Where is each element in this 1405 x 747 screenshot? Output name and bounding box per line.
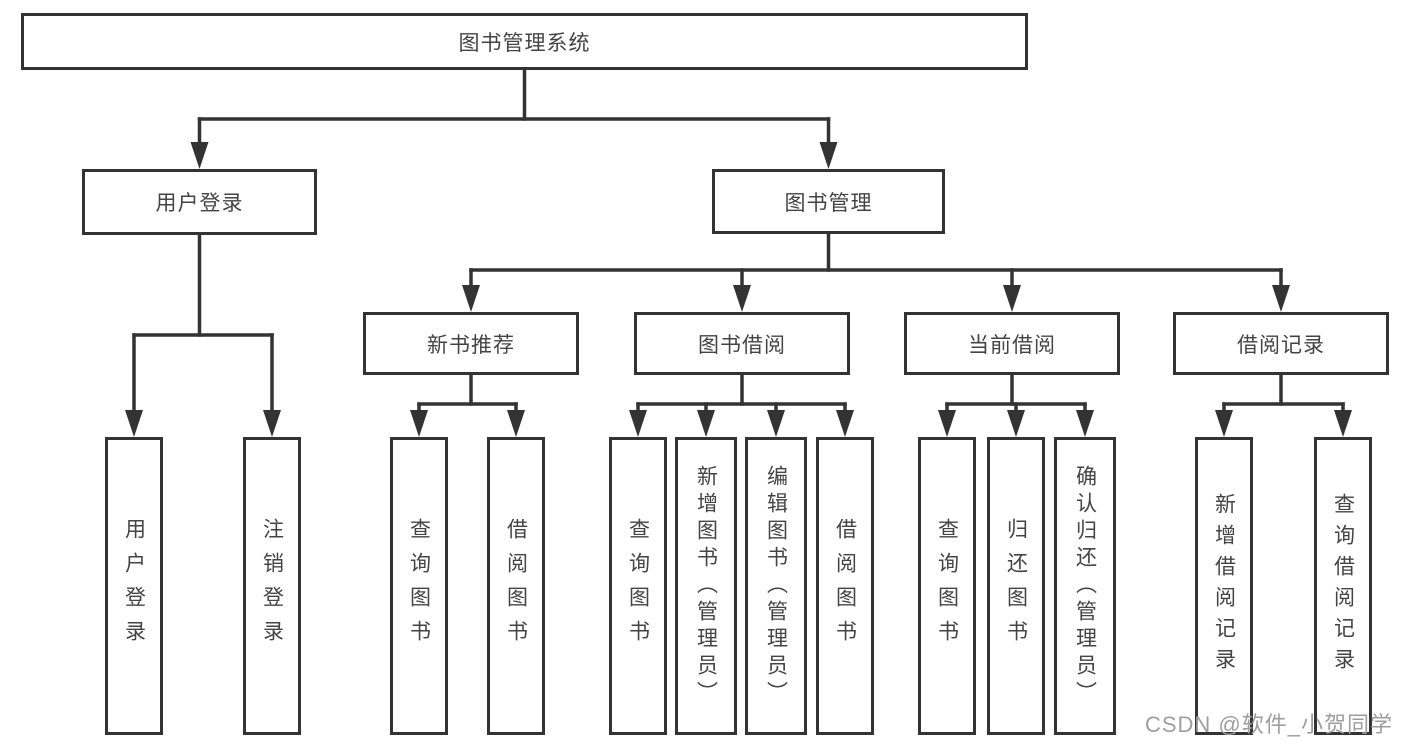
leaf-user-login: 用户登录 xyxy=(105,437,163,735)
arrowheads xyxy=(125,142,1352,437)
watermark-text: CSDN @软件_小贺同学 xyxy=(1144,712,1393,737)
leaf-query-borrow-record: 查询借阅记录 xyxy=(1314,437,1372,735)
node-current-borrowing: 当前借阅 xyxy=(904,312,1120,375)
leaf-logout: 注销登录 xyxy=(243,437,301,735)
leaf-query-books-borrowing: 查询图书 xyxy=(609,437,667,735)
node-book-management: 图书管理 xyxy=(712,169,945,234)
leaf-borrow-books-recommend: 借阅图书 xyxy=(487,437,545,735)
leaf-return-books: 归还图书 xyxy=(987,437,1045,735)
leaf-query-books-recommend: 查询图书 xyxy=(390,437,448,735)
leaf-add-borrow-record: 新增借阅记录 xyxy=(1195,437,1253,735)
leaf-query-books-current: 查询图书 xyxy=(918,437,976,735)
node-new-book-recommend: 新书推荐 xyxy=(363,312,579,375)
node-borrowing-records: 借阅记录 xyxy=(1173,312,1389,375)
leaf-borrow-books-borrowing: 借阅图书 xyxy=(816,437,874,735)
leaf-add-book-admin: 新增图书（管理员） xyxy=(675,437,737,735)
node-book-borrowing: 图书借阅 xyxy=(634,312,850,375)
node-user-login: 用户登录 xyxy=(82,169,317,235)
leaf-edit-book-admin: 编辑图书（管理员） xyxy=(745,437,807,735)
leaf-confirm-return-admin: 确认归还（管理员） xyxy=(1054,437,1116,735)
node-library-system: 图书管理系统 xyxy=(21,13,1028,70)
